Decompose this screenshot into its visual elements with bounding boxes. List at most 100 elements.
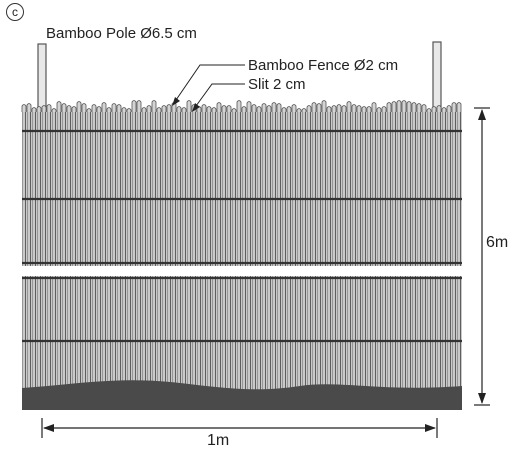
slat-top <box>46 104 52 112</box>
slat-top <box>271 102 277 112</box>
slat-top <box>66 105 72 112</box>
slat-top <box>26 103 32 112</box>
slat-top <box>286 106 292 112</box>
slat-top <box>426 108 432 112</box>
slat-top <box>251 104 257 112</box>
slat-tops <box>21 100 462 112</box>
slat-top <box>56 101 62 112</box>
slat-top <box>316 103 322 112</box>
slat-top <box>186 100 192 112</box>
slat-top <box>136 100 142 112</box>
slat-top <box>131 100 137 112</box>
ground <box>22 380 462 410</box>
slat-top <box>81 103 87 112</box>
slat-top <box>281 107 287 112</box>
slat-top <box>161 105 167 112</box>
slat-top <box>451 102 457 112</box>
slat-top <box>261 103 267 112</box>
slat-top <box>441 107 447 112</box>
slat-top <box>406 101 412 112</box>
slat-top <box>106 107 112 112</box>
slat-top <box>351 104 357 112</box>
slat-top <box>311 102 317 112</box>
slat-top <box>356 105 362 112</box>
bamboo-fence-label: Bamboo Fence Ø2 cm <box>248 57 399 74</box>
slat-top <box>151 100 157 112</box>
slat-top <box>246 101 252 112</box>
slat-top <box>41 105 47 112</box>
slat-top <box>266 105 272 112</box>
slat-top <box>116 104 122 112</box>
slat-top <box>276 103 282 112</box>
slat-top <box>226 105 232 112</box>
slat-top <box>241 106 247 112</box>
slat-top <box>256 106 262 112</box>
slat-top <box>206 106 212 112</box>
slat-top <box>111 103 117 112</box>
slat-top <box>421 104 427 112</box>
fence-leader <box>175 64 245 101</box>
slat-top <box>61 103 67 112</box>
slat-top <box>436 105 442 112</box>
slit-leader-arrowhead <box>192 103 200 112</box>
height-dimension-label: 6m <box>486 234 509 251</box>
slit-label: Slit 2 cm <box>248 76 306 93</box>
slat-top <box>411 102 417 112</box>
slat-top <box>416 103 422 112</box>
slat-top <box>396 100 402 112</box>
slat-top <box>71 106 77 112</box>
slit-leader <box>195 83 245 107</box>
slat-top <box>211 107 217 112</box>
slat-top <box>371 102 377 112</box>
slat-top <box>381 106 387 112</box>
slat-top <box>31 107 37 112</box>
width-dimension-label: 1m <box>207 432 230 449</box>
fence-leader-arrowhead <box>172 97 180 106</box>
height-arrowhead-top <box>478 109 486 120</box>
slat-top <box>96 106 102 112</box>
slat-top <box>231 108 237 112</box>
slat-top <box>291 104 297 112</box>
leader-lines <box>175 64 245 107</box>
fence-slats-lower <box>22 276 462 394</box>
slat-top <box>306 105 312 112</box>
slit-gap <box>22 266 462 276</box>
slat-top <box>101 102 107 112</box>
slat-top <box>391 101 397 112</box>
height-dimension <box>474 107 490 406</box>
slat-top <box>36 106 42 112</box>
slat-top <box>216 102 222 112</box>
slat-top <box>76 101 82 112</box>
slat-top <box>91 104 97 112</box>
slat-top <box>331 105 337 112</box>
binding-rails <box>22 129 462 343</box>
slat-top <box>121 107 127 112</box>
slat-top <box>156 107 162 112</box>
slat-top <box>141 107 147 112</box>
slat-top <box>431 106 437 112</box>
slat-top <box>146 105 152 112</box>
fence-slats-upper <box>22 112 462 268</box>
slat-top <box>321 100 327 112</box>
width-arrowhead-right <box>425 424 436 432</box>
slat-top <box>51 108 57 112</box>
slat-top <box>86 108 92 112</box>
slat-top <box>346 101 352 112</box>
slat-top <box>446 105 452 112</box>
slat-top <box>456 102 462 112</box>
slat-top <box>326 106 332 112</box>
bamboo-pole-label: Bamboo Pole Ø6.5 cm <box>46 25 197 42</box>
panel-marker: c <box>6 3 24 21</box>
slat-top <box>296 108 302 112</box>
slat-top <box>336 104 342 112</box>
slat-top <box>366 106 372 112</box>
slat-top <box>386 102 392 112</box>
slat-top <box>166 104 172 112</box>
slat-top <box>361 106 367 112</box>
width-arrowhead-left <box>43 424 54 432</box>
slat-top <box>126 108 132 112</box>
slat-top <box>376 107 382 112</box>
height-arrowhead-bottom <box>478 393 486 404</box>
